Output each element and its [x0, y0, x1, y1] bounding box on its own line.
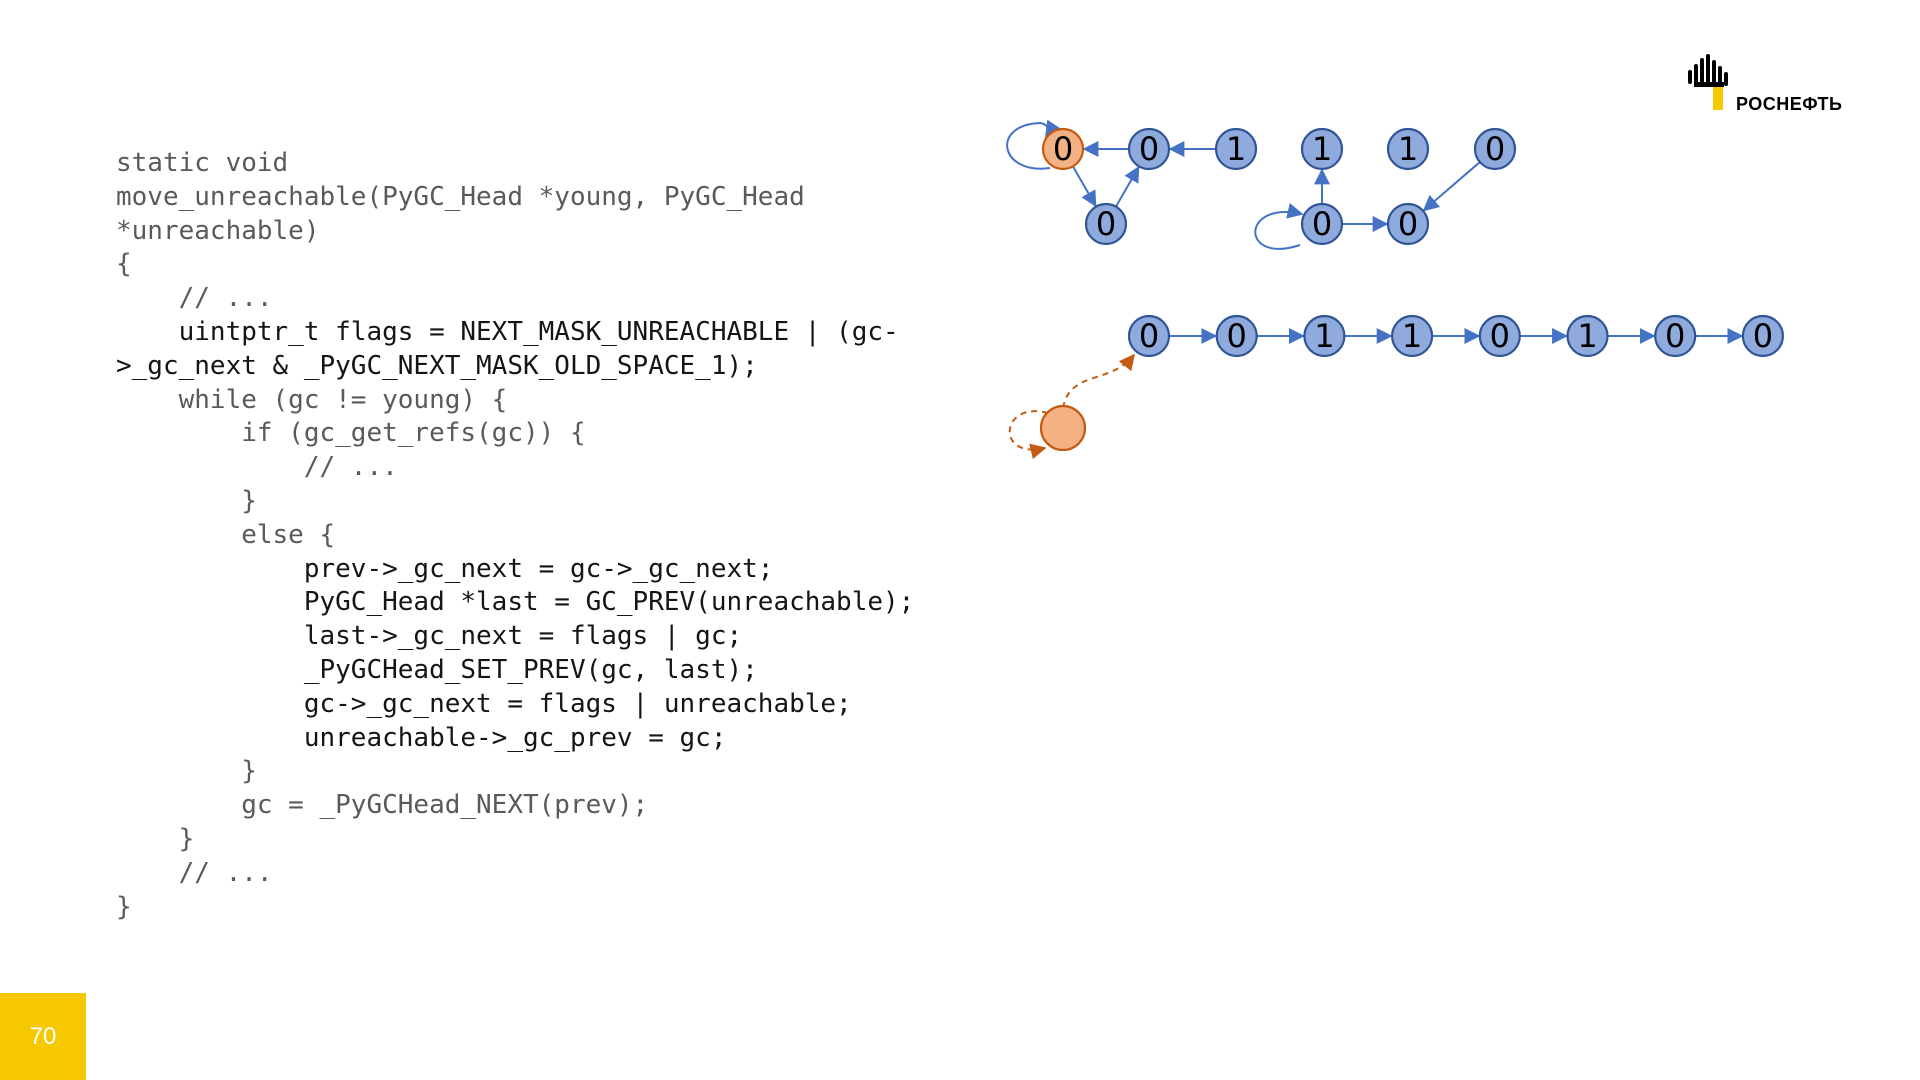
code-line: if (gc_get_refs(gc)) { — [116, 418, 586, 449]
code-line: prev->_gc_next = gc->_gc_next; — [116, 553, 774, 584]
node-label: 0 — [1139, 317, 1159, 355]
unreachable-list: 0 0 1 1 0 1 0 0 — [1008, 314, 1785, 460]
node-circle — [1214, 127, 1258, 171]
node-label: 0 — [1753, 317, 1773, 355]
code-line: while (gc != young) { — [116, 384, 508, 415]
graph-node: 1 — [1214, 127, 1258, 171]
rosneft-emblem-icon — [1688, 54, 1728, 110]
node-circle — [1127, 314, 1171, 358]
code-line: else { — [116, 519, 336, 550]
list-head-node — [1039, 404, 1087, 452]
node-circle — [1390, 314, 1434, 358]
list-node: 1 — [1303, 314, 1346, 358]
code-line: move_unreachable(PyGC_Head *young, PyGC_… — [116, 181, 805, 212]
graph-node: 1 — [1386, 127, 1430, 171]
list-node: 1 — [1566, 314, 1609, 358]
node-label: 1 — [1402, 317, 1422, 355]
code-line: uintptr_t flags = NEXT_MASK_UNREACHABLE … — [116, 316, 899, 347]
node-label: 0 — [1490, 317, 1510, 355]
graph-node: 0 — [1300, 202, 1344, 246]
code-line: last->_gc_next = flags | gc; — [116, 621, 743, 652]
rosneft-logo: РОСНЕФТЬ — [1686, 54, 1866, 116]
code-line: } — [116, 485, 257, 516]
list-node: 0 — [1741, 314, 1785, 358]
graph-edge — [1422, 161, 1481, 212]
page-number-badge: 70 — [0, 993, 86, 1080]
node-circle — [1084, 202, 1128, 246]
graph-edge — [1072, 165, 1097, 208]
node-circle — [1566, 314, 1609, 358]
graph-node: 0 — [1386, 202, 1430, 246]
code-line: PyGC_Head *last = GC_PREV(unreachable); — [116, 587, 915, 618]
node-label: 1 — [1226, 130, 1246, 168]
code-line: *unreachable) — [116, 215, 320, 246]
code-line: gc = _PyGCHead_NEXT(prev); — [116, 790, 649, 821]
code-line: } — [116, 823, 195, 854]
node-label: 1 — [1314, 317, 1334, 355]
node-label: 0 — [1665, 317, 1685, 355]
head-pointer-edge — [1062, 353, 1136, 409]
node-label: 1 — [1312, 130, 1332, 168]
code-line: { — [116, 249, 132, 280]
code-line: } — [116, 891, 132, 922]
graph-node: 1 — [1300, 127, 1344, 171]
node-label: 0 — [1398, 205, 1418, 243]
list-node: 1 — [1390, 314, 1434, 358]
code-line: unreachable->_gc_prev = gc; — [116, 722, 727, 753]
graph-node: 0 — [1041, 127, 1085, 171]
node-label: 1 — [1398, 130, 1418, 168]
list-node: 0 — [1127, 314, 1171, 358]
self-loop-edge — [1254, 203, 1304, 250]
node-circle — [1041, 127, 1085, 171]
node-label: 0 — [1139, 130, 1159, 168]
node-circle — [1215, 314, 1258, 358]
code-line: _PyGCHead_SET_PREV(gc, last); — [116, 654, 758, 685]
code-line: // ... — [116, 857, 273, 888]
list-node: 0 — [1478, 314, 1521, 358]
graph-edge — [1115, 165, 1140, 208]
node-label: 1 — [1577, 317, 1597, 355]
node-circle — [1386, 127, 1430, 171]
node-label: 0 — [1312, 205, 1332, 243]
node-circle — [1654, 314, 1697, 358]
logo-wordmark: РОСНЕФТЬ — [1736, 94, 1843, 114]
graph-node: 0 — [1127, 127, 1171, 171]
code-line: // ... — [116, 283, 273, 314]
node-label: 0 — [1485, 130, 1505, 168]
self-loop-edge — [1006, 119, 1061, 170]
node-label: 0 — [1227, 317, 1247, 355]
code-line: >_gc_next & _PyGC_NEXT_MASK_OLD_SPACE_1)… — [116, 350, 758, 381]
node-circle — [1386, 202, 1430, 246]
code-line: gc->_gc_next = flags | unreachable; — [116, 688, 852, 719]
code-line: // ... — [116, 452, 398, 483]
list-node: 0 — [1215, 314, 1258, 358]
list-node: 0 — [1654, 314, 1697, 358]
node-circle — [1303, 314, 1346, 358]
node-circle — [1127, 127, 1171, 171]
code-line: static void — [116, 148, 289, 178]
graph-node: 0 — [1473, 127, 1517, 171]
node-label: 0 — [1096, 205, 1116, 243]
node-circle — [1300, 127, 1344, 171]
head-self-loop-edge — [1008, 410, 1049, 460]
node-label: 0 — [1053, 130, 1073, 168]
node-circle — [1741, 314, 1785, 358]
graph-node: 0 — [1084, 202, 1128, 246]
node-circle — [1478, 314, 1521, 358]
node-circle — [1300, 202, 1344, 246]
node-circle — [1473, 127, 1517, 171]
code-line: } — [116, 756, 257, 787]
